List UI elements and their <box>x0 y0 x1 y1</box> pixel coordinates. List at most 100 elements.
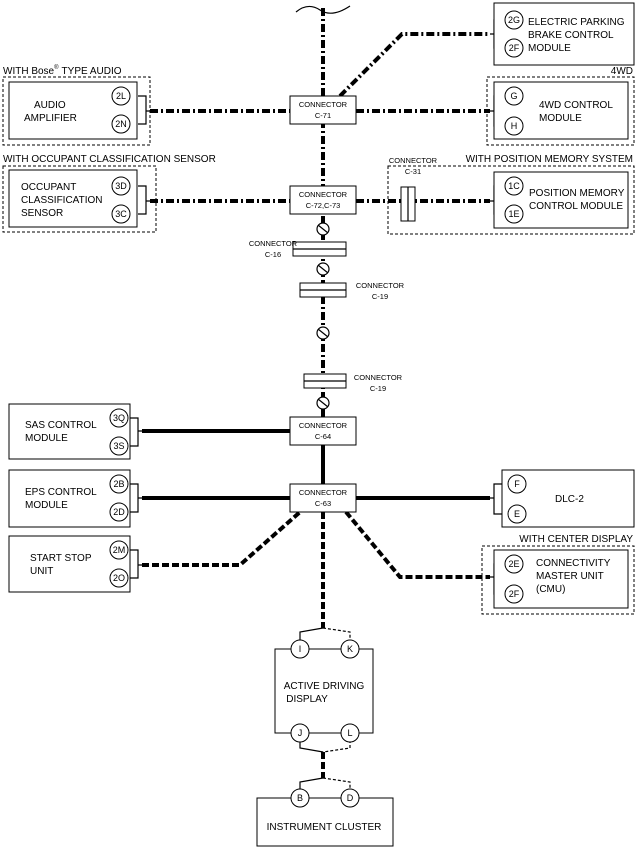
pin-label: H <box>511 121 518 131</box>
pin-label: 2D <box>113 507 125 517</box>
pin-label: 2E <box>508 559 519 569</box>
pin-label: 2N <box>115 119 127 129</box>
epb-module-label: BRAKE CONTROL <box>528 30 614 41</box>
pin-label: L <box>347 728 352 738</box>
pin-label: 2F <box>509 589 520 599</box>
dlc-split-wire <box>490 483 502 515</box>
position-option-label: WITH POSITION MEMORY SYSTEM <box>466 154 633 165</box>
connector-c19-lower-label: CONNECTOR <box>354 373 403 382</box>
sas-module-label: MODULE <box>25 433 68 444</box>
startstop-split-wire <box>130 549 142 579</box>
position-module-label: POSITION MEMORY <box>529 188 625 199</box>
add-bottom-split-solid <box>299 740 324 753</box>
twist-icon <box>316 262 330 276</box>
eps-module-label: MODULE <box>25 500 68 511</box>
connector-c64-box <box>289 416 357 446</box>
epb-module-label: ELECTRIC PARKING <box>528 17 625 28</box>
occupant-module-label: CLASSIFICATION <box>21 195 103 206</box>
connector-c71-box <box>289 95 357 125</box>
sas-module-label: SAS CONTROL <box>25 420 97 431</box>
pin-label: 3C <box>115 209 127 219</box>
connector-c19-upper-label: CONNECTOR <box>356 281 405 290</box>
pin-label: B <box>297 793 303 803</box>
pin-label: F <box>514 479 520 489</box>
add-module-label: DISPLAY <box>286 694 328 705</box>
connector-c31-label: CONNECTOR <box>389 156 438 165</box>
pin-label: I <box>299 644 302 654</box>
dlc-module-label: DLC-2 <box>555 494 584 505</box>
connector-c63-label: CONNECTOR <box>299 488 348 497</box>
cluster-module-box <box>256 797 394 847</box>
add-bottom-split-dash <box>322 740 351 753</box>
add-top-split-solid <box>299 627 324 640</box>
pin-label: J <box>298 728 303 738</box>
fourwd-option-label: 4WD <box>611 66 633 77</box>
pin-terminals: 2G 2F 2L 2N G H 3D 3C 1C 1E 3Q 3S 2B 2D … <box>109 10 527 808</box>
position-module-label: CONTROL MODULE <box>529 201 623 212</box>
occupant-option-label: WITH OCCUPANT CLASSIFICATION SENSOR <box>3 154 216 165</box>
cluster-split-solid <box>299 777 324 790</box>
connector-c63-box <box>289 483 357 513</box>
pin-label: 1E <box>508 209 519 219</box>
eps-module-label: EPS CONTROL <box>25 487 97 498</box>
eps-module-box <box>8 469 131 528</box>
pin-label: 3S <box>113 441 124 451</box>
pin-label: D <box>347 793 354 803</box>
connector-c63-label: C-63 <box>315 499 331 508</box>
occupant-split-wire <box>138 185 150 215</box>
connector-c64-label: C-64 <box>315 432 331 441</box>
pin-label: 2O <box>113 573 125 583</box>
fourwd-module-label: MODULE <box>539 113 582 124</box>
pin-label: 2L <box>116 91 126 101</box>
pin-label: 3D <box>115 181 127 191</box>
epb-module-label: MODULE <box>528 43 571 54</box>
audio-module-label: AUDIO <box>34 100 66 111</box>
wire-break-symbol <box>295 5 351 14</box>
pin-label: 2B <box>113 479 124 489</box>
center-display-option-label: WITH CENTER DISPLAY <box>519 534 633 545</box>
bose-option-label: WITH Bose®TYPE AUDIO <box>3 64 122 77</box>
pin-label: G <box>510 91 517 101</box>
add-module-box <box>274 648 374 734</box>
audio-module-label: AMPLIFIER <box>24 113 77 124</box>
twist-icon <box>316 222 330 236</box>
startstop-module-label: UNIT <box>30 566 53 577</box>
twisted-pair-symbols <box>316 222 330 410</box>
pin-label: 1C <box>508 181 520 191</box>
epb-wire <box>338 32 490 98</box>
pin-label: K <box>347 644 353 654</box>
occupant-option-box <box>2 165 157 233</box>
center-display-option-box <box>481 545 635 615</box>
twist-icon <box>316 326 330 340</box>
sas-module-box <box>8 403 131 460</box>
connector-c71-label: CONNECTOR <box>299 100 348 109</box>
eps-split-wire <box>130 483 142 513</box>
startstop-module-box <box>8 535 131 593</box>
pin-label: 2G <box>508 15 520 25</box>
connector-c64-label: CONNECTOR <box>299 421 348 430</box>
pin-label: 3Q <box>113 413 125 423</box>
fourwd-option-box <box>486 76 635 146</box>
connector-c16-label: CONNECTOR <box>249 239 298 248</box>
cluster-split-dash <box>322 777 351 790</box>
pin-label: 2F <box>509 43 520 53</box>
add-top-split-dash <box>322 627 351 640</box>
startstop-module-label: START STOP <box>30 553 92 564</box>
twist-icon <box>316 396 330 410</box>
connector-c72-label: C-72,C-73 <box>306 201 341 210</box>
cmu-module-label: CONNECTIVITY <box>536 558 611 569</box>
occupant-module-label: OCCUPANT <box>21 182 76 193</box>
cmu-module-label: MASTER UNIT <box>536 571 604 582</box>
bose-option-box <box>2 76 151 146</box>
occupant-module-label: SENSOR <box>21 208 63 219</box>
cmu-module-label: (CMU) <box>536 584 565 595</box>
startstop-wire <box>142 510 302 567</box>
cluster-module-label: INSTRUMENT CLUSTER <box>267 822 382 833</box>
pin-label: 2M <box>113 545 126 555</box>
cmu-wire <box>344 510 490 579</box>
audio-split-wire <box>138 95 150 125</box>
connector-c19-lower-label: C-19 <box>370 384 386 393</box>
connector-c72-label: CONNECTOR <box>299 190 348 199</box>
connector-c72-box <box>289 185 357 215</box>
